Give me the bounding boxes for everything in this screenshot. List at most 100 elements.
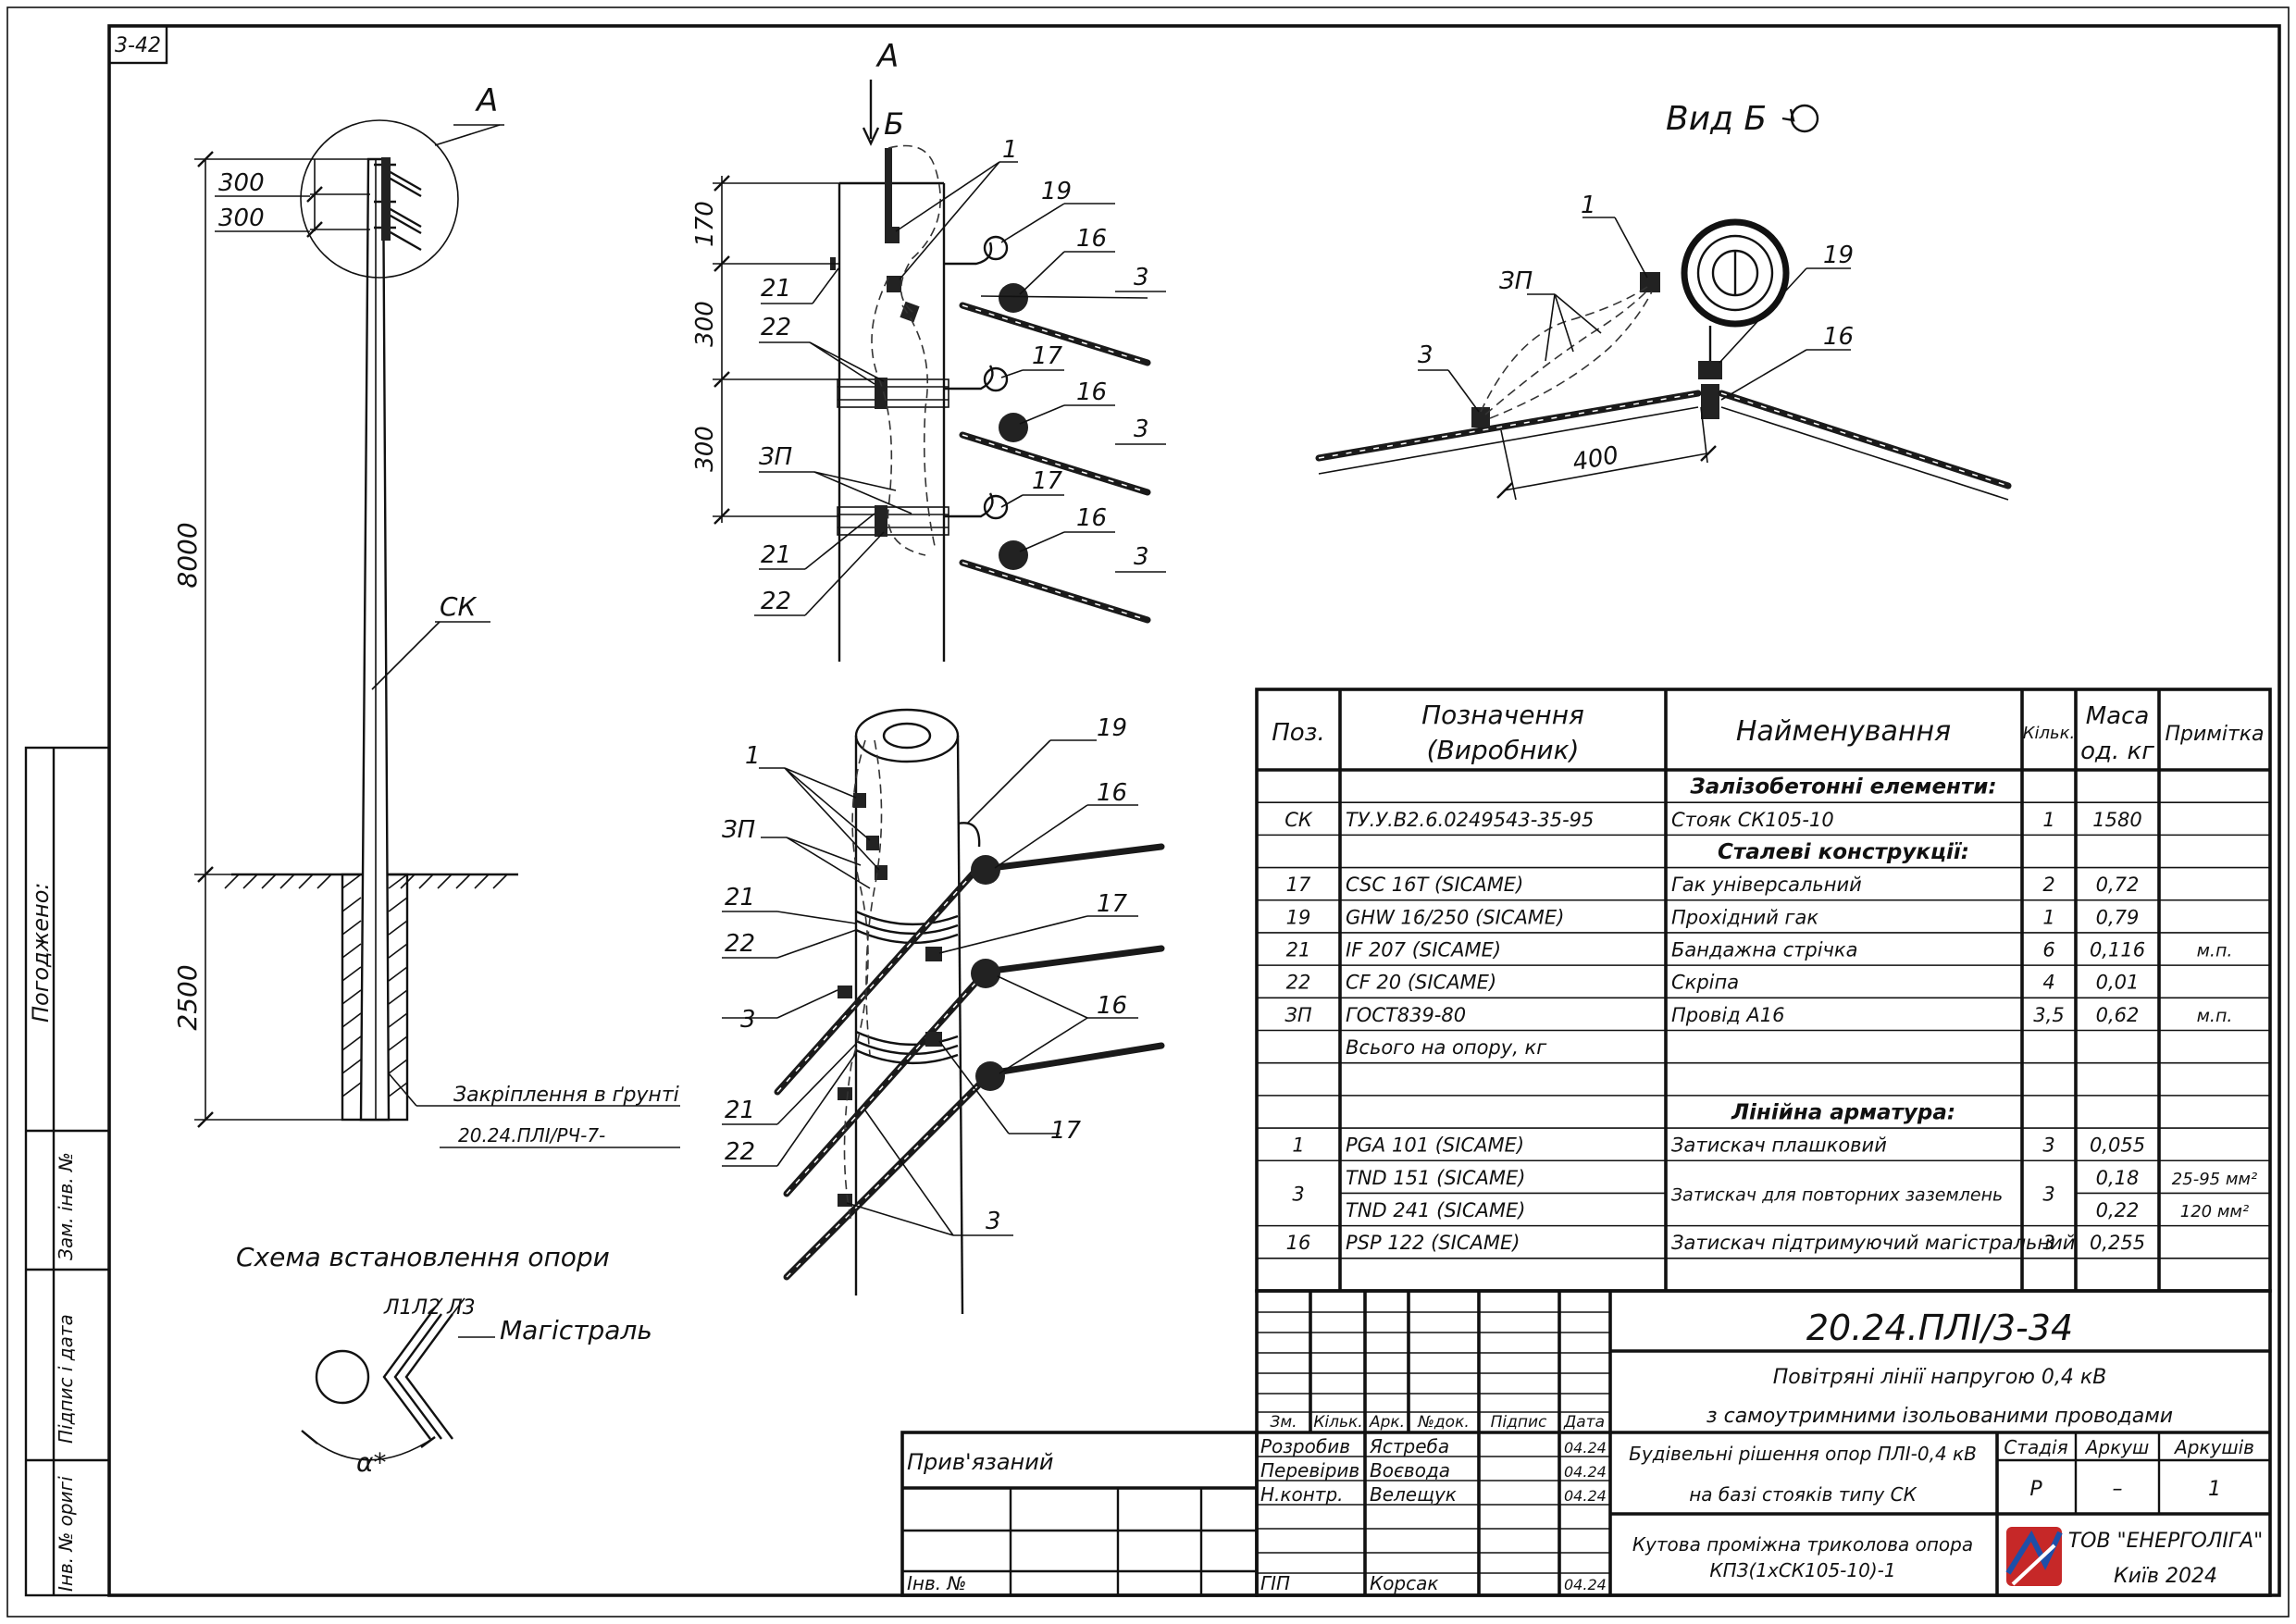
view-b: Вид Б 400 [1315, 100, 2012, 501]
pole-top-hardware [374, 157, 422, 252]
iso-label-zp: ЗП [722, 816, 755, 844]
outer-frame [6, 6, 2290, 1618]
title-block: Прив'язаний Інв. № Зм. Кільк. [900, 1289, 2272, 1597]
installation-scheme: Схема встановлення опори Л1Л2 Л3 Магістр… [236, 1242, 652, 1478]
detail-a-view: А Б [691, 38, 1166, 662]
spec-pos: 17 [1286, 874, 1311, 896]
approval-label: Погоджено: [28, 883, 54, 1023]
th-qty: Кільк. [2023, 724, 2076, 743]
stage-header: Стадія [2004, 1436, 2067, 1458]
spec-name: Стояк СК105-10 [1671, 809, 1834, 831]
detail-label-17a: 17 [1032, 342, 1063, 370]
detail-b-arrow-label: Б [884, 106, 904, 142]
spec-name: Провід А16 [1671, 1004, 1784, 1026]
iso-label-21b: 21 [725, 1097, 755, 1124]
view-b-label-zp: ЗП [1499, 267, 1533, 295]
iso-label-17a: 17 [1097, 890, 1128, 918]
detail-dim-300-2: 300 [691, 426, 719, 472]
iso-label-21a: 21 [725, 884, 755, 911]
callout-a-label: А [475, 82, 498, 119]
section-line-1: Будівельні рішення опор ПЛІ-0,4 кВ [1629, 1443, 1977, 1465]
scheme-main-label: Магістраль [500, 1315, 652, 1345]
date-normcontrol: 04.24 [1564, 1487, 1607, 1505]
detail-label-21a: 21 [761, 275, 791, 303]
project-line-2: з самоутримними ізольованими проводами [1706, 1405, 2173, 1428]
inv-label: Інв. № [907, 1572, 966, 1594]
spec-name: Гак універсальний [1671, 874, 1862, 896]
spec-name: Затискач підтримуючий магістральний [1671, 1232, 2075, 1254]
sheets-header: Аркушів [2173, 1436, 2254, 1458]
spec-note: м.п. [2197, 1006, 2233, 1026]
spec-designation: PSP 122 (SICAME) [1346, 1232, 1520, 1254]
inner-frame [107, 24, 2281, 1597]
spec-qty: 4 [2042, 972, 2054, 994]
spec-note: 25-95 мм² [2172, 1170, 2257, 1189]
spec-mass: 0,22 [2096, 1199, 2140, 1221]
detail-label-16a: 16 [1076, 225, 1107, 253]
spec-mass: 0,18 [2096, 1167, 2140, 1189]
ground-fix-ref: 20.24.ПЛІ/РЧ-7- [458, 1124, 605, 1147]
th-mass-1: Маса [2086, 702, 2150, 730]
role-gip: ГІП [1260, 1572, 1290, 1594]
spec-pos: 16 [1286, 1232, 1311, 1254]
th-mass-2: од. кг [2080, 738, 2154, 765]
spec-designation: GHW 16/250 (SICAME) [1346, 906, 1564, 928]
detail-dim-300-1: 300 [691, 301, 719, 347]
spec-qty: 3 [2042, 1134, 2054, 1157]
view-b-title: Вид Б [1666, 100, 1767, 138]
detail-label-17b: 17 [1032, 467, 1063, 495]
company-name: ТОВ "ЕНЕРГОЛІГА" [2068, 1530, 2264, 1553]
spec-section-title: Лінійна арматура: [1731, 1100, 1955, 1124]
view-b-label-19: 19 [1823, 242, 1854, 269]
rotation-icon [1790, 104, 1819, 133]
spec-mass: 1580 [2092, 809, 2141, 831]
ground-hatch [224, 874, 508, 889]
th-note: Примітка [2165, 723, 2264, 746]
spec-section-title: Сталеві конструкції: [1718, 840, 1969, 864]
spec-mass: 0,255 [2090, 1232, 2145, 1254]
spec-name: Бандажна стрічка [1671, 939, 1858, 961]
dim-depth-2500: 2500 [172, 964, 203, 1030]
spec-pos: СК [1285, 809, 1313, 831]
view-b-label-1: 1 [1581, 192, 1596, 219]
callout-a-circle [300, 119, 459, 279]
spec-qty: 6 [2042, 939, 2054, 961]
name-gip: Корсак [1370, 1572, 1438, 1594]
city-year: Київ 2024 [2114, 1565, 2217, 1588]
iso-label-19: 19 [1097, 714, 1127, 742]
ground-fix-label: Закріплення в ґрунті [453, 1084, 679, 1107]
spec-pos: 21 [1286, 939, 1311, 961]
spec-designation: CSC 16T (SICAME) [1346, 874, 1523, 896]
iso-label-16b: 16 [1097, 992, 1127, 1020]
col-qty: Кільк. [1313, 1413, 1362, 1432]
pole-label-sk: СК [440, 591, 478, 622]
view-b-label-3: 3 [1418, 341, 1433, 369]
detail-label-zp: ЗП [759, 443, 792, 471]
stamp-label-orig-inv: Інв. № оригі [55, 1476, 77, 1592]
spec-note: 120 мм² [2180, 1202, 2249, 1221]
project-line-1: Повітряні лінії напругою 0,4 кВ [1773, 1366, 2107, 1389]
spec-section-title: Залізобетонні елементи: [1689, 775, 1996, 800]
stage-value: Р [2029, 1478, 2042, 1501]
scheme-pole-circle [315, 1349, 370, 1405]
detail-label-22b: 22 [761, 588, 791, 615]
dim-top-300-1: 300 [218, 169, 265, 197]
th-pos: Поз. [1272, 719, 1325, 747]
role-developer: Розробив [1260, 1435, 1350, 1457]
spec-table: Поз. Позначення (Виробник) Найменування … [1255, 688, 2272, 1293]
spec-mass: 0,79 [2096, 906, 2140, 928]
scheme-title: Схема встановлення опори [236, 1242, 610, 1272]
isometric-view: 1 ЗП 21 22 3 21 22 19 16 17 16 17 3 [722, 708, 1165, 1315]
detail-a-title: А [875, 38, 899, 75]
sheet-line-2: КПЗ(1хСК105-10)-1 [1709, 1559, 1895, 1581]
dim-height-8000: 8000 [172, 522, 203, 588]
detail-dim-170: 170 [691, 201, 719, 247]
spec-mass: 0,01 [2096, 972, 2140, 994]
col-sheet: Арк. [1369, 1413, 1405, 1432]
stamp-label-replace-inv: Зам. інв. № [55, 1152, 77, 1260]
role-normcontrol: Н.контр. [1260, 1483, 1344, 1506]
role-checker: Перевірив [1260, 1459, 1359, 1481]
spec-name: Скріпа [1671, 972, 1739, 994]
spec-qty: 2 [2042, 874, 2054, 896]
